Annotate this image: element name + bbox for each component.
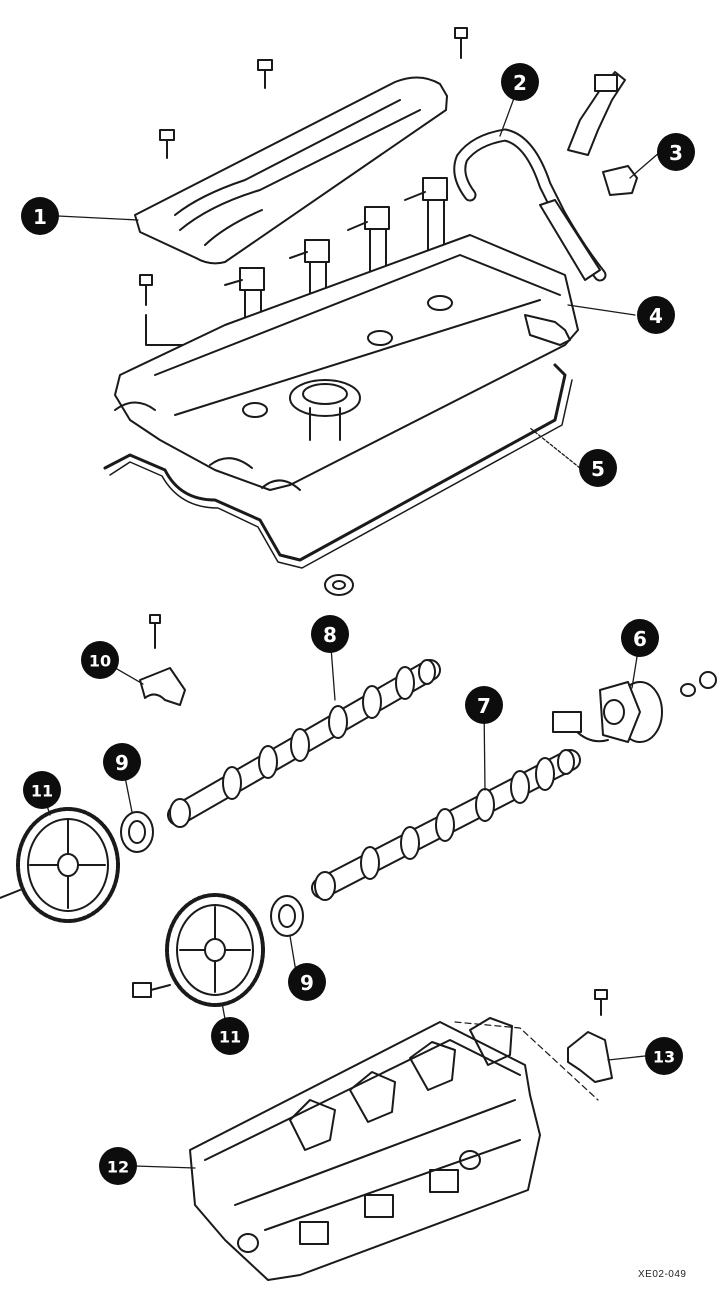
- callout-2-marker: [501, 63, 539, 101]
- callout-10-marker: [81, 641, 119, 679]
- callout-2: 2: [501, 63, 539, 101]
- part-9-seal: [270, 895, 304, 937]
- callout-6: 6: [621, 619, 659, 657]
- callout-1-label: 1: [33, 205, 47, 229]
- callout-6-label: 6: [633, 627, 647, 651]
- callout-7-label: 7: [477, 694, 491, 718]
- washer: [324, 574, 354, 596]
- part-5-gasket: [103, 363, 573, 569]
- part-8-camshaft: [167, 659, 441, 828]
- cover-bolt: [257, 59, 273, 89]
- callout-5-label: 5: [591, 457, 605, 481]
- callout-6-marker: [621, 619, 659, 657]
- callout-9-second-label: 9: [300, 971, 314, 995]
- callout-2-label: 2: [513, 71, 527, 95]
- callout-4: 4: [637, 296, 675, 334]
- part-6-sensor: [552, 671, 717, 743]
- callout-9: 9: [103, 743, 141, 781]
- part-7-camshaft: [311, 749, 581, 901]
- part-9-seal: [120, 811, 154, 853]
- callout-11-label: 11: [31, 782, 53, 801]
- hose-bracket: [567, 71, 626, 156]
- callout-9-label: 9: [115, 751, 129, 775]
- part-10-bearing-cap: [139, 614, 186, 706]
- callout-10-label: 10: [89, 652, 111, 671]
- callout-7: 7: [465, 686, 503, 724]
- callout-9-second: 9: [288, 963, 326, 1001]
- callout-5-marker: [579, 449, 617, 487]
- callout-13: 13: [645, 1037, 683, 1075]
- callout-12-label: 12: [107, 1158, 129, 1177]
- part-13-bracket: [454, 989, 613, 1101]
- callout-1: 1: [21, 197, 59, 235]
- callout-4-label: 4: [649, 304, 663, 328]
- callout-10: 10: [81, 641, 119, 679]
- part-1-coil-cover: [134, 76, 448, 265]
- callout-8-label: 8: [323, 623, 337, 647]
- callout-12: 12: [99, 1147, 137, 1185]
- callout-9-marker: [103, 743, 141, 781]
- part-12-cylinder-head: [189, 1017, 541, 1281]
- callout-12-marker: [99, 1147, 137, 1185]
- callout-13-marker: [645, 1037, 683, 1075]
- callout-11-marker: [23, 771, 61, 809]
- part-11-sprocket: [132, 893, 265, 1007]
- cover-bolt: [454, 27, 468, 59]
- callout-8-marker: [311, 615, 349, 653]
- callout-11: 11: [23, 771, 61, 809]
- callout-8: 8: [311, 615, 349, 653]
- callout-11-second-label: 11: [219, 1028, 241, 1047]
- callout-11-second-marker: [211, 1017, 249, 1055]
- callout-4-marker: [637, 296, 675, 334]
- callout-3-marker: [657, 133, 695, 171]
- part-4-head-cover: [114, 234, 579, 491]
- figure-reference-code: XE02-049: [638, 1269, 686, 1280]
- callout-9-second-marker: [288, 963, 326, 1001]
- part-11-sprocket: [0, 807, 120, 923]
- part-2-breather-hose: [453, 128, 607, 282]
- callout-3-label: 3: [669, 141, 683, 165]
- part-3-clip: [602, 165, 638, 196]
- cover-bolt: [159, 129, 175, 159]
- callout-5: 5: [579, 449, 617, 487]
- callout-13-label: 13: [653, 1048, 675, 1067]
- callout-1-marker: [21, 197, 59, 235]
- callout-7-marker: [465, 686, 503, 724]
- callout-3: 3: [657, 133, 695, 171]
- callout-11-second: 11: [211, 1017, 249, 1055]
